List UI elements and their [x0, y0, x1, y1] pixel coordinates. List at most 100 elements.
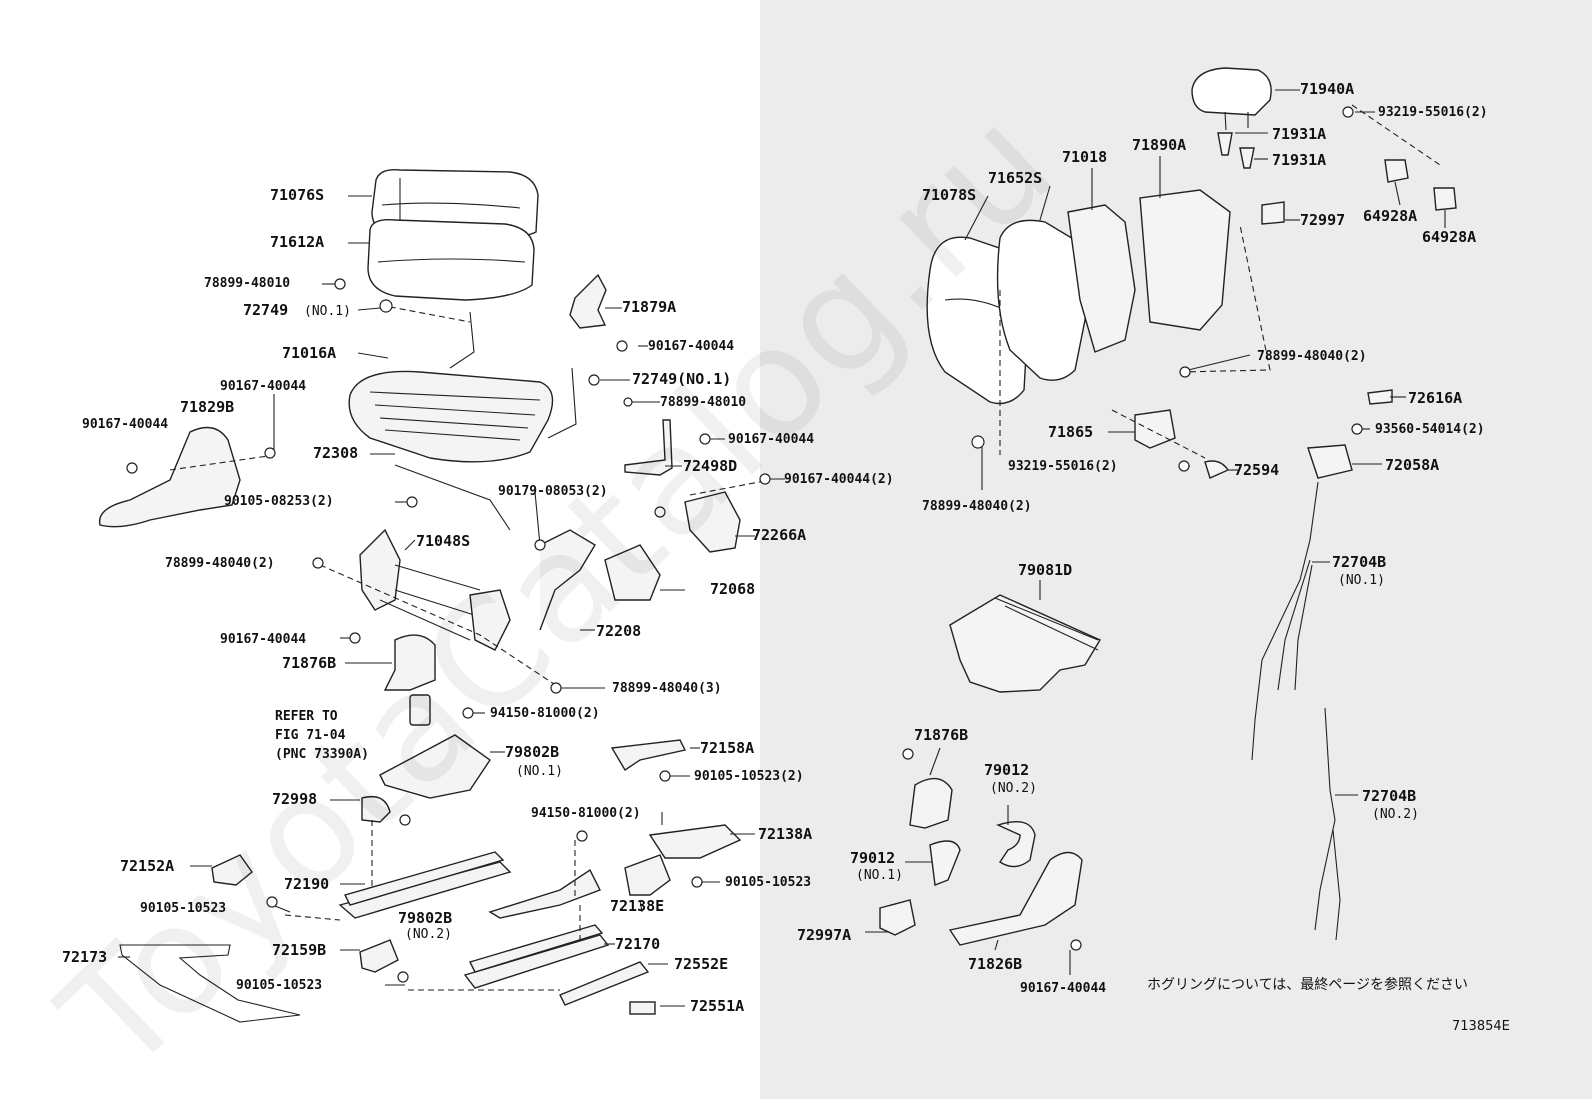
plate-72158a [610, 739, 687, 771]
label-72190[interactable]: 72190 [284, 875, 330, 893]
label-90167-40044-a[interactable]: 90167-40044 [648, 339, 735, 354]
cover-72159b [359, 939, 399, 973]
cap-72551a [629, 1001, 656, 1015]
cover-72138e [624, 854, 671, 896]
label-72594[interactable]: 72594 [1234, 461, 1280, 479]
label-71931a-a[interactable]: 71931A [1272, 125, 1327, 143]
label-72704b-no1[interactable]: 72704B [1332, 553, 1387, 571]
label-72170[interactable]: 72170 [615, 935, 661, 953]
label-90105-10523-c[interactable]: 90105-10523 [236, 978, 323, 993]
wire-72173 [119, 944, 301, 1023]
label-90167-40044-d[interactable]: 90167-40044 [728, 432, 815, 447]
label-79012-no2[interactable]: 79012 [984, 761, 1030, 779]
label-72749[interactable]: 72749 [243, 301, 289, 319]
label-78899-48040-2-b[interactable]: 78899-48040(2) [922, 499, 1032, 514]
label-71940a[interactable]: 71940A [1300, 80, 1355, 98]
label-no1-79012: (NO.1) [856, 868, 903, 883]
cushion-frame-71016a [348, 311, 577, 463]
label-71931a-b[interactable]: 71931A [1272, 151, 1327, 169]
fasteners [126, 106, 1363, 983]
label-71018[interactable]: 71018 [1062, 148, 1108, 166]
label-72998[interactable]: 72998 [272, 790, 318, 808]
knob-72616a [1367, 389, 1393, 405]
shield-71826b [948, 851, 1083, 946]
label-71048s[interactable]: 71048S [416, 532, 471, 550]
label-72138a[interactable]: 72138A [758, 825, 813, 843]
label-71865[interactable]: 71865 [1048, 423, 1094, 441]
label-72158a[interactable]: 72158A [700, 739, 755, 757]
label-72138e[interactable]: 72138E [610, 897, 665, 915]
label-72616a[interactable]: 72616A [1408, 389, 1463, 407]
label-78899-48010[interactable]: 78899-48010 [204, 276, 291, 291]
band-79012-no2 [996, 821, 1036, 868]
label-78899-48040-2-left[interactable]: 78899-48040(2) [165, 556, 275, 571]
label-78899-48040-2-a[interactable]: 78899-48040(2) [1257, 349, 1367, 364]
label-72173[interactable]: 72173 [62, 948, 108, 966]
label-94150-81000-b[interactable]: 94150-81000(2) [531, 806, 641, 821]
leader-lines [118, 195, 785, 1007]
bracket-72498d [624, 419, 673, 476]
label-72551a[interactable]: 72551A [690, 997, 745, 1015]
handle-72058a [1307, 444, 1353, 479]
label-90179-08053[interactable]: 90179-08053(2) [498, 484, 608, 499]
rod-72308 [394, 464, 511, 531]
label-93219-55016-b[interactable]: 93219-55016(2) [1008, 459, 1118, 474]
label-72308[interactable]: 72308 [313, 444, 359, 462]
cable-72704b-no1 [1251, 481, 1319, 761]
label-64928a-b[interactable]: 64928A [1422, 228, 1477, 246]
label-64928a-a[interactable]: 64928A [1363, 207, 1418, 225]
label-90105-08253[interactable]: 90105-08253(2) [224, 494, 334, 509]
label-72266a[interactable]: 72266A [752, 526, 807, 544]
label-71612a[interactable]: 71612A [270, 233, 325, 251]
label-79802b-no1[interactable]: 79802B [505, 743, 560, 761]
label-72552e[interactable]: 72552E [674, 955, 729, 973]
label-79802b-no2[interactable]: 79802B [398, 909, 453, 927]
cover-71865 [1134, 409, 1176, 449]
label-no2-79802b: (NO.2) [405, 927, 452, 942]
side-shield-71829b [98, 426, 241, 528]
label-90167-40044-f[interactable]: 90167-40044 [1020, 981, 1107, 996]
label-79012-no1[interactable]: 79012 [850, 849, 896, 867]
label-90105-10523-b[interactable]: 90105-10523 [725, 875, 812, 890]
label-72997a[interactable]: 72997A [797, 926, 852, 944]
label-72749-no1[interactable]: 72749(NO.1) [632, 370, 732, 388]
label-72997[interactable]: 72997 [1300, 211, 1346, 229]
label-no1-79802b: (NO.1) [516, 764, 563, 779]
label-90167-40044-c[interactable]: 90167-40044 [82, 417, 169, 432]
label-71016a[interactable]: 71016A [282, 344, 337, 362]
label-72152a[interactable]: 72152A [120, 857, 175, 875]
label-71826b[interactable]: 71826B [968, 955, 1023, 973]
label-90105-10523-2[interactable]: 90105-10523(2) [694, 769, 804, 784]
cover-71876b-left [383, 634, 436, 691]
label-90167-40044-2[interactable]: 90167-40044(2) [784, 472, 894, 487]
label-72208[interactable]: 72208 [596, 622, 642, 640]
label-71652s[interactable]: 71652S [988, 169, 1043, 187]
label-94150-81000-a[interactable]: 94150-81000(2) [490, 706, 600, 721]
japanese-note: ホグリングについては、最終ページを参照ください [1147, 977, 1469, 993]
label-78899-48010-b[interactable]: 78899-48010 [660, 395, 747, 410]
label-93560-54014[interactable]: 93560-54014(2) [1375, 422, 1485, 437]
lever-72208 [539, 529, 596, 631]
label-72159b[interactable]: 72159B [272, 941, 327, 959]
label-90167-40044-b[interactable]: 90167-40044 [220, 379, 307, 394]
label-71879a[interactable]: 71879A [622, 298, 677, 316]
label-72068[interactable]: 72068 [710, 580, 756, 598]
cover-72266a [684, 491, 741, 553]
label-71829b[interactable]: 71829B [180, 398, 235, 416]
label-78899-48040-3[interactable]: 78899-48040(3) [612, 681, 722, 696]
label-90167-40044-e[interactable]: 90167-40044 [220, 632, 307, 647]
cover-72138a [648, 824, 742, 859]
label-71890a[interactable]: 71890A [1132, 136, 1187, 154]
label-72058a[interactable]: 72058A [1385, 456, 1440, 474]
band-79012-no1 [929, 840, 961, 886]
label-71876b-right[interactable]: 71876B [914, 726, 969, 744]
bracket-79802b-no2 [488, 868, 601, 919]
label-93219-55016-a[interactable]: 93219-55016(2) [1378, 105, 1488, 120]
label-71076s[interactable]: 71076S [270, 186, 325, 204]
label-71078s[interactable]: 71078S [922, 186, 977, 204]
label-72704b-no2[interactable]: 72704B [1362, 787, 1417, 805]
label-72498d[interactable]: 72498D [683, 457, 738, 475]
label-71876b-left[interactable]: 71876B [282, 654, 337, 672]
label-90105-10523-a[interactable]: 90105-10523 [140, 901, 227, 916]
label-79081d[interactable]: 79081D [1018, 561, 1073, 579]
